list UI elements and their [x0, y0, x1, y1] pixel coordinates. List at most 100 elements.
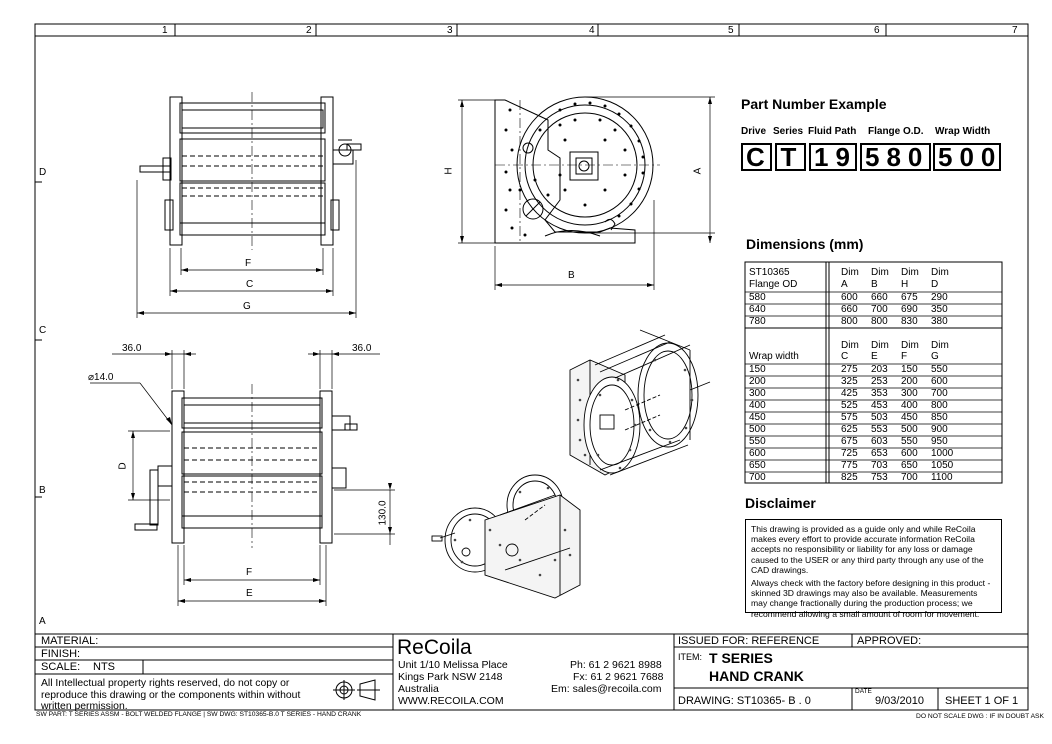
- table2-row-key: 600: [749, 448, 766, 459]
- side-view-holes: [504, 101, 645, 237]
- table2-cell: 553: [871, 424, 888, 435]
- table1-cell: 800: [871, 316, 888, 327]
- table2-cell: 500: [901, 424, 918, 435]
- disclaimer-heading: Disclaimer: [745, 495, 816, 511]
- table1-cell: 660: [841, 304, 858, 315]
- table1-label-1: ST10365: [749, 267, 790, 278]
- table2-cell: 700: [931, 388, 948, 399]
- scale-label: SCALE:: [41, 661, 81, 673]
- grid-col-4: 4: [589, 25, 595, 36]
- table1-label-2: Flange OD: [749, 279, 798, 290]
- table2-cell: 603: [871, 436, 888, 447]
- table1-header-letter: B: [871, 279, 878, 290]
- grid-row-d: D: [39, 167, 47, 178]
- table2-cell: 525: [841, 400, 858, 411]
- dim-label-b: B: [568, 270, 575, 281]
- grid-row-b: B: [39, 485, 46, 496]
- table2-cell: 453: [871, 400, 888, 411]
- table1-header-letter: D: [931, 279, 939, 290]
- company-name: ReCoila: [397, 636, 472, 659]
- table2-cell: 325: [841, 376, 858, 387]
- front-view-top: [139, 92, 362, 250]
- table2-cell: 600: [901, 448, 918, 459]
- pn-label-drive: Drive: [741, 126, 767, 137]
- table1-cell: 700: [871, 304, 888, 315]
- grid-col-6: 6: [874, 25, 880, 36]
- dim-lines-bottom: [90, 350, 395, 606]
- table2-cell: 653: [871, 448, 888, 459]
- disclaimer-p1: This drawing is provided as a guide only…: [751, 524, 984, 575]
- table2-cell: 703: [871, 460, 888, 471]
- pn-label-flange-od: Flange O.D.: [868, 126, 924, 137]
- table2-header-letter: G: [931, 351, 939, 362]
- grid-col-5: 5: [728, 25, 734, 36]
- table2-cell: 575: [841, 412, 858, 423]
- table2-row-key: 400: [749, 400, 766, 411]
- date-value: 9/03/2010: [875, 695, 924, 707]
- table2-row-key: 150: [749, 364, 766, 375]
- pn-box-drive: C: [741, 143, 772, 171]
- table1-cell: 675: [901, 292, 918, 303]
- table2-cell: 550: [901, 436, 918, 447]
- table2-cell: 753: [871, 472, 888, 483]
- pn-label-fluid-path: Fluid Path: [808, 126, 857, 137]
- table2-row-key: 450: [749, 412, 766, 423]
- table2-header-letter: E: [871, 351, 878, 362]
- grid-col-3: 3: [447, 25, 453, 36]
- table2-cell: 1000: [931, 448, 954, 459]
- table2-cell: 353: [871, 388, 888, 399]
- company-website: WWW.RECOILA.COM: [398, 695, 504, 707]
- ip-notice: All Intellectual property rights reserve…: [41, 678, 301, 712]
- item-line-1: T SERIES: [709, 650, 773, 666]
- dim-label-dia14: ⌀14.0: [88, 372, 114, 383]
- table2-cell: 425: [841, 388, 858, 399]
- table2-cell: 950: [931, 436, 948, 447]
- dim-label-g: G: [243, 301, 251, 312]
- table1-cell: 830: [901, 316, 918, 327]
- table1-header-top: Dim: [871, 267, 889, 278]
- table2-cell: 275: [841, 364, 858, 375]
- dim-lines-top: [136, 160, 357, 318]
- disclaimer-p2: Always check with the factory before des…: [751, 578, 991, 619]
- address-line-2: Kings Park NSW 2148: [398, 671, 503, 683]
- table1-cell: 350: [931, 304, 948, 315]
- grid-row-c: C: [39, 325, 47, 336]
- table2-cell: 400: [901, 400, 918, 411]
- table1-cell: 600: [841, 292, 858, 303]
- dimensions-heading: Dimensions (mm): [746, 236, 864, 252]
- iso-view-1: [569, 329, 711, 476]
- table2-row-key: 500: [749, 424, 766, 435]
- table2-cell: 725: [841, 448, 858, 459]
- pn-box-series: T: [775, 143, 806, 171]
- dim-label-130: 130.0: [377, 500, 389, 526]
- iso-view-2: [431, 474, 581, 599]
- table1-cell: 380: [931, 316, 948, 327]
- table2-cell: 1100: [931, 472, 953, 483]
- front-view-bottom: [134, 384, 358, 548]
- sheet-number: SHEET 1 OF 1: [945, 695, 1019, 707]
- table2-header-letter: C: [841, 351, 849, 362]
- table1-cell: 690: [901, 304, 918, 315]
- address-line-1: Unit 1/10 Melissa Place: [398, 659, 508, 671]
- table1-cell: 290: [931, 292, 948, 303]
- footer-right: DO NOT SCALE DWG : IF IN DOUBT ASK: [916, 713, 1044, 720]
- scale-value: NTS: [93, 661, 115, 673]
- item-label: ITEM:: [678, 652, 702, 662]
- pn-label-series: Series: [773, 126, 804, 137]
- table1-row-key: 580: [749, 292, 766, 303]
- dim-label-a: A: [692, 167, 704, 175]
- projection-symbol-icon: [333, 679, 380, 701]
- company-email: Em: sales@recoila.com: [551, 683, 662, 695]
- table2-header-letter: F: [901, 351, 908, 362]
- table2-row-key: 650: [749, 460, 766, 471]
- table2-cell: 150: [901, 364, 918, 375]
- table2-cell: 600: [931, 376, 948, 387]
- disclaimer-box: This drawing is provided as a guide only…: [745, 519, 1002, 619]
- table2-cell: 900: [931, 424, 948, 435]
- dim-label-36-left: 36.0: [122, 343, 142, 354]
- table2-cell: 675: [841, 436, 858, 447]
- dimension-table-frames: [744, 261, 1003, 484]
- table2-cell: 850: [931, 412, 948, 423]
- table2-row-key: 700: [749, 472, 766, 483]
